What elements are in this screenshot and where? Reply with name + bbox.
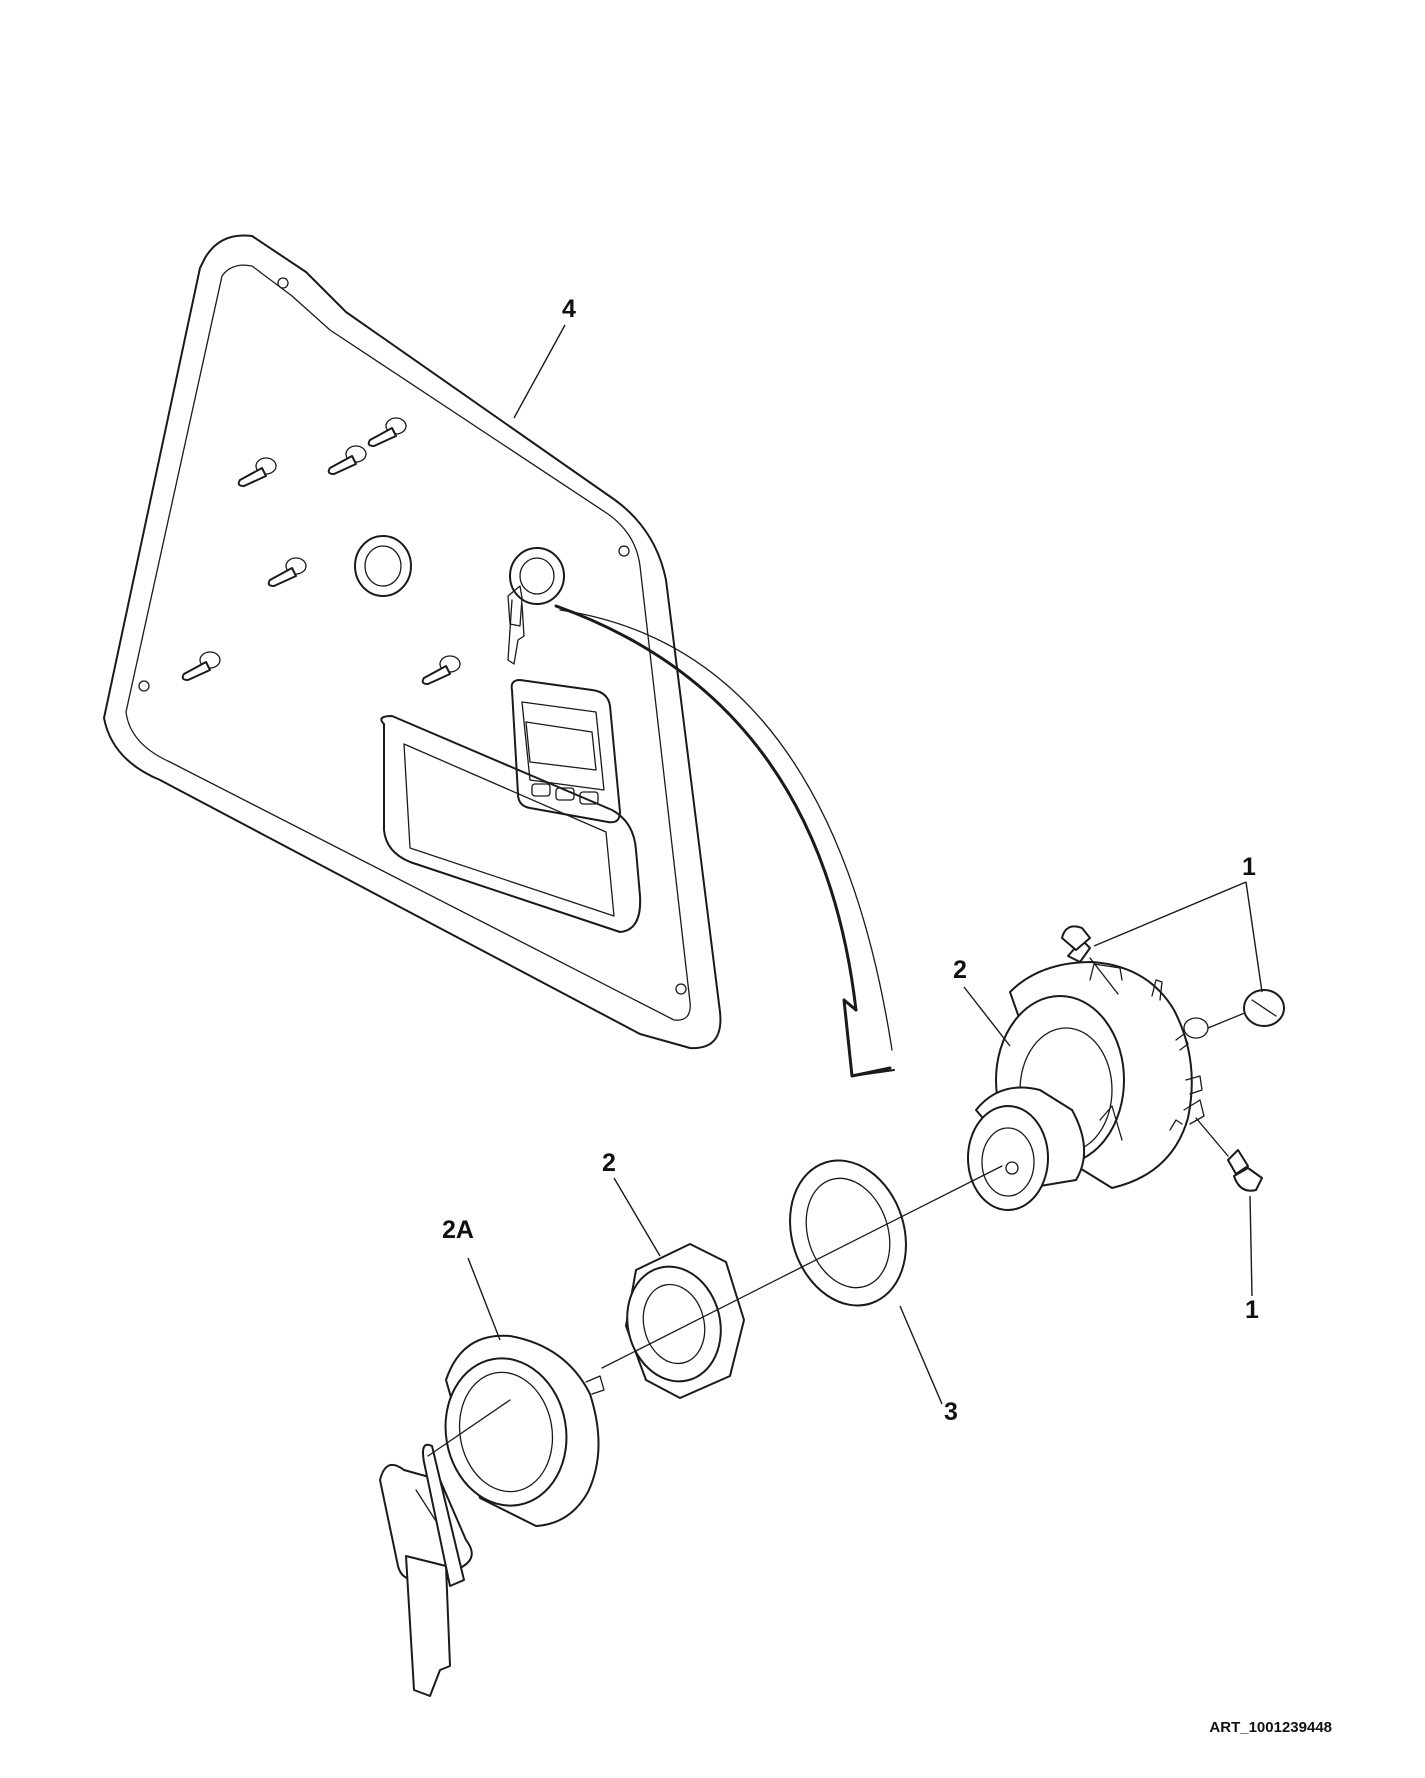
callout-2a: 2A: [442, 1216, 474, 1244]
callout-1-top: 1: [1242, 853, 1256, 881]
location-arrow: [554, 604, 895, 1078]
panel-ignition: [507, 547, 565, 665]
callout-1-bottom: 1: [1245, 1296, 1259, 1324]
label-plate: [380, 715, 642, 933]
keys: [379, 1399, 511, 1697]
washer: [789, 1159, 907, 1307]
ignition-cap: [444, 1334, 605, 1527]
leader-lines: [467, 324, 1263, 1405]
toggle-switch: [267, 557, 307, 587]
art-number: ART_1001239448: [1209, 1719, 1332, 1736]
callout-3: 3: [944, 1398, 958, 1426]
callout-2-nut: 2: [602, 1149, 616, 1177]
ignition-switch-body: [967, 961, 1209, 1211]
toggle-switch: [237, 457, 277, 487]
toggle-switch: [421, 655, 461, 685]
round-plug: [354, 535, 412, 597]
screw: [1207, 989, 1285, 1029]
toggle-switch: [367, 417, 407, 447]
toggle-switch: [327, 445, 367, 475]
screw: [1061, 925, 1119, 995]
callout-4: 4: [562, 295, 576, 323]
toggle-switch: [181, 651, 221, 681]
control-panel: [103, 234, 722, 1050]
callout-2-switch: 2: [953, 956, 967, 984]
display-module: [510, 679, 621, 824]
hex-nut: [625, 1243, 745, 1399]
screw: [1195, 1117, 1263, 1192]
